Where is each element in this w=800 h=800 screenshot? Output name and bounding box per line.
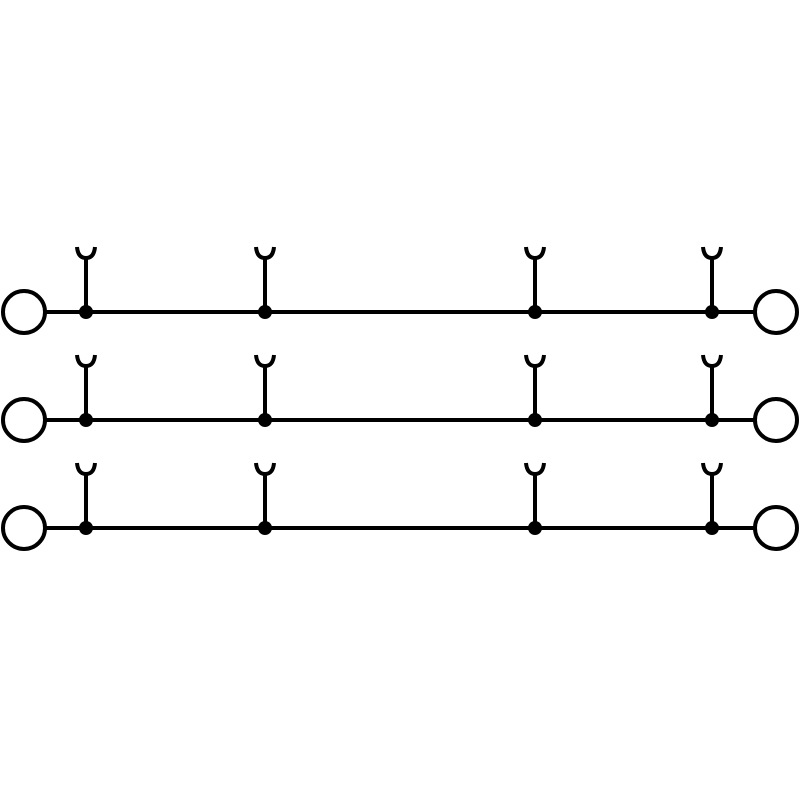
tap-3 — [524, 462, 546, 535]
junction-dot — [79, 413, 93, 427]
junction-dot — [528, 305, 542, 319]
socket-cup-icon — [75, 354, 97, 369]
junction-dot — [528, 521, 542, 535]
socket-cup-icon — [701, 354, 723, 369]
socket-cup-icon — [524, 462, 546, 477]
socket-cup-icon — [524, 246, 546, 261]
right-terminal-circle-icon — [753, 289, 799, 335]
tap-4 — [701, 246, 723, 319]
terminal-row-2 — [1, 354, 799, 443]
junction-dot — [79, 305, 93, 319]
socket-cup-icon — [75, 462, 97, 477]
tap-1 — [75, 354, 97, 427]
socket-cup-icon — [254, 354, 276, 369]
socket-cup-icon — [701, 462, 723, 477]
socket-cup-icon — [524, 354, 546, 369]
tap-2 — [254, 246, 276, 319]
tap-4 — [701, 354, 723, 427]
socket-cup-icon — [254, 462, 276, 477]
junction-dot — [705, 305, 719, 319]
tap-4 — [701, 462, 723, 535]
tap-2 — [254, 462, 276, 535]
tap-1 — [75, 462, 97, 535]
junction-dot — [79, 521, 93, 535]
socket-cup-icon — [75, 246, 97, 261]
terminal-row-1 — [1, 246, 799, 335]
tap-3 — [524, 246, 546, 319]
socket-cup-icon — [701, 246, 723, 261]
junction-dot — [258, 413, 272, 427]
junction-dot — [528, 413, 542, 427]
socket-cup-icon — [254, 246, 276, 261]
tap-3 — [524, 354, 546, 427]
junction-dot — [705, 413, 719, 427]
left-terminal-circle-icon — [1, 397, 47, 443]
left-terminal-circle-icon — [1, 289, 47, 335]
right-terminal-circle-icon — [753, 505, 799, 551]
junction-dot — [258, 305, 272, 319]
tap-2 — [254, 354, 276, 427]
right-terminal-circle-icon — [753, 397, 799, 443]
terminal-row-3 — [1, 462, 799, 551]
junction-dot — [258, 521, 272, 535]
left-terminal-circle-icon — [1, 505, 47, 551]
tap-1 — [75, 246, 97, 319]
junction-dot — [705, 521, 719, 535]
